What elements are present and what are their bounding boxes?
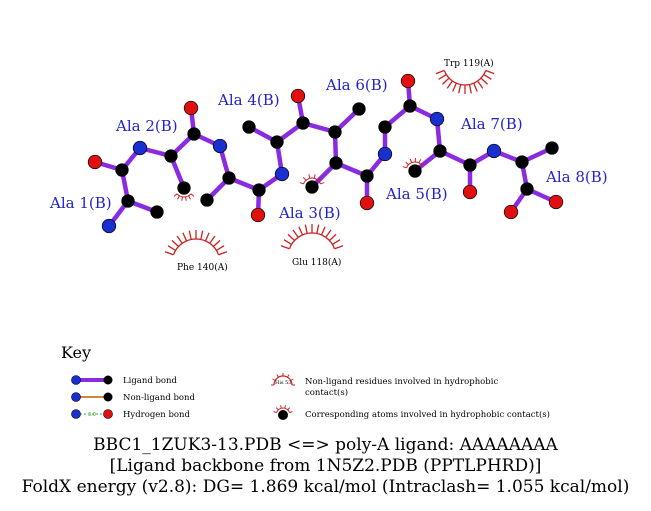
legend-non-ligand-residues-label: Non-ligand residues involved in hydropho… xyxy=(305,377,498,387)
atom-o-ala6 xyxy=(400,73,416,89)
hydrophobic-contacts xyxy=(164,69,495,256)
atom-c-ala5 xyxy=(329,156,343,170)
ligand-atoms xyxy=(87,73,564,234)
atom-o-ala2 xyxy=(183,100,199,116)
atom-o-ala4 xyxy=(290,88,306,104)
atom-c-ala1 xyxy=(115,163,129,177)
atom-contact-mark-ala7 xyxy=(402,157,426,169)
atom-ca-ala6 xyxy=(378,120,392,134)
hydrophobic-arc-trp119 xyxy=(435,69,495,94)
atom-c-ala4 xyxy=(296,116,310,130)
legend-title: Key xyxy=(61,343,91,362)
atom-o-ala7 xyxy=(462,184,478,200)
atom-ca-ala1 xyxy=(121,194,135,208)
atom-n-ala2 xyxy=(132,140,148,156)
atom-cb-ala4 xyxy=(242,120,256,134)
atom-c-ala7 xyxy=(463,158,477,172)
legend-non-ligand-residues: His 53 Non-ligand residues involved in h… xyxy=(271,373,498,398)
atom-n-ala7 xyxy=(429,111,445,127)
atom-ca-ala2 xyxy=(164,149,178,163)
atom-o1-ala8 xyxy=(503,204,519,220)
atom-cb-ala6 xyxy=(352,102,366,116)
legend-atom-contact-mark xyxy=(273,405,293,414)
legend-non-ligand-bond-label: Non-ligand bond xyxy=(123,393,195,403)
atom-cb-ala3 xyxy=(200,193,214,207)
legend-non-ligand-bond: Non-ligand bond xyxy=(71,392,195,403)
legend-hbond-distance: 3.0 xyxy=(88,412,96,418)
hydrophobic-label-trp119: Trp 119(A) xyxy=(444,58,494,69)
footer-backbone: [Ligand backbone from 1N5Z2.PDB (PPTLPHR… xyxy=(109,456,542,476)
residue-label-ala1: Ala 1(B) xyxy=(49,194,112,212)
atom-ca-ala3 xyxy=(222,171,236,185)
atom-ca-ala4 xyxy=(270,135,284,149)
atom-o-ala1 xyxy=(87,154,103,170)
atom-c-ala3 xyxy=(252,183,266,197)
residue-label-ala3: Ala 3(B) xyxy=(278,204,341,222)
legend: Key Ligand bond Non-ligand bond 3.0 Hydr… xyxy=(61,343,550,420)
atom-c-ala6 xyxy=(403,99,417,113)
atom-n-ala8 xyxy=(486,143,502,159)
hydrophobic-label-glu118: Glu 118(A) xyxy=(292,257,341,268)
atom-c-ala8 xyxy=(520,182,534,196)
legend-corresponding-atoms-label: Corresponding atoms involved in hydropho… xyxy=(305,409,550,420)
atom-cb-ala7 xyxy=(408,164,422,178)
atom-ca-ala5 xyxy=(328,125,342,139)
atom-n-ala6 xyxy=(377,146,393,162)
atom-cb-ala2 xyxy=(177,181,191,195)
atom-c-ala2 xyxy=(187,127,201,141)
legend-non-ligand-residues-label-2: contact(s) xyxy=(305,387,348,398)
atom-ca-ala7 xyxy=(433,144,447,158)
residue-label-ala4: Ala 4(B) xyxy=(217,91,280,109)
hydrophobic-label-phe140: Phe 140(A) xyxy=(177,262,228,273)
residue-label-ala5: Ala 5(B) xyxy=(385,185,448,203)
atom-cb-ala1 xyxy=(150,205,164,219)
atom-cb-ala8 xyxy=(545,141,559,155)
atom-n-ala1 xyxy=(101,218,117,234)
legend-hydrogen-bond-label: Hydrogen bond xyxy=(123,410,191,420)
legend-hydrogen-bond: 3.0 Hydrogen bond xyxy=(71,409,191,420)
atom-n-ala4 xyxy=(274,166,290,182)
atom-o-ala3 xyxy=(250,207,266,223)
legend-ligand-bond: Ligand bond xyxy=(71,375,178,386)
hydrophobic-arc-phe140 xyxy=(164,230,228,256)
footer-energy: FoldX energy (v2.8): DG= 1.869 kcal/mol … xyxy=(21,477,630,497)
atom-cb-ala5 xyxy=(305,180,319,194)
hydrophobic-arc-glu118 xyxy=(280,224,344,250)
footer-title: BBC1_1ZUK3-13.PDB <=> poly-A ligand: AAA… xyxy=(93,435,558,455)
hydrophobic-atom-marks xyxy=(173,157,426,201)
atom-ca2-ala5 xyxy=(360,169,374,183)
atom-n-ala3 xyxy=(212,138,228,154)
residue-label-ala2: Ala 2(B) xyxy=(115,117,178,135)
residue-label-ala7: Ala 7(B) xyxy=(460,115,523,133)
atom-o2-ala8 xyxy=(548,194,564,210)
legend-ligand-bond-label: Ligand bond xyxy=(123,376,178,386)
legend-corresponding-atoms: Corresponding atoms involved in hydropho… xyxy=(273,405,550,420)
residue-label-ala8: Ala 8(B) xyxy=(545,168,608,186)
atom-contact-mark-ala2 xyxy=(173,193,195,201)
atom-ca-ala8 xyxy=(515,155,529,169)
atom-o-ala5 xyxy=(359,195,375,211)
residue-label-ala6: Ala 6(B) xyxy=(325,76,388,94)
legend-sample-residue: His 53 xyxy=(275,380,291,386)
atom-contact-mark-ala5 xyxy=(299,174,325,185)
